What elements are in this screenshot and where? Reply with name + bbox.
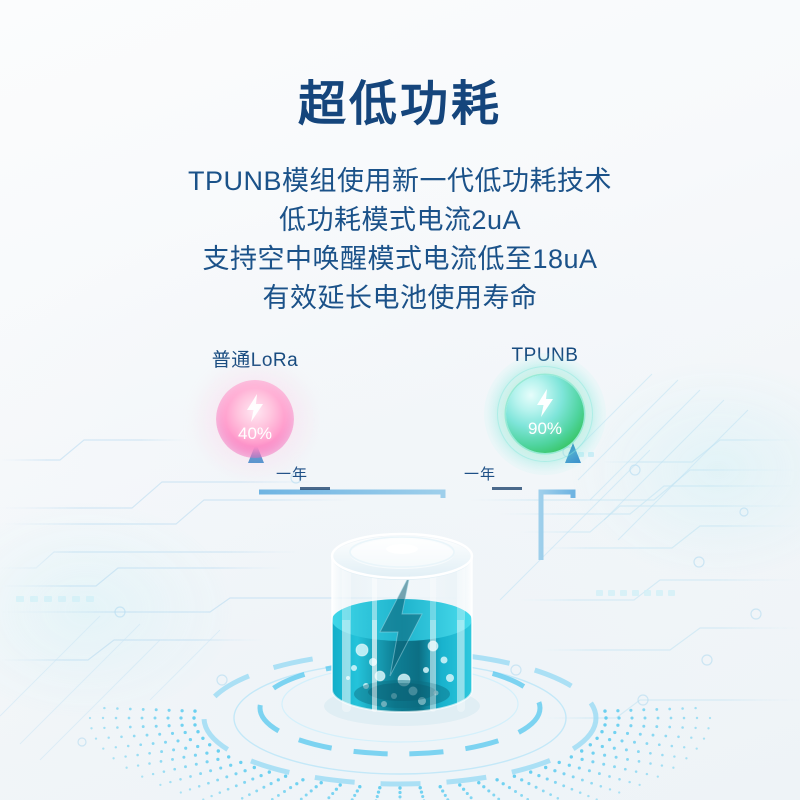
dial-halo-inner-tpunb [497,366,593,462]
dial-lora: 40% [190,358,320,482]
duration-label-right: 一年 [464,466,497,483]
lightning-bolt-icon [247,394,263,422]
subtitle-block: TPUNB模组使用新一代低功耗技术 低功耗模式电流2uA 支持空中唤醒模式电流低… [0,162,800,318]
dial-ring-tpunb: 90% [506,375,584,453]
dial-ring-lora: 40% [216,380,294,458]
subtitle-line-1: TPUNB模组使用新一代低功耗技术 [187,166,612,196]
subtitle-line-3: 支持空中唤醒模式电流低至18uA [202,243,598,274]
dial-percent-tpunb: 90% [527,419,563,438]
page-title: 超低功耗 [297,78,502,131]
lightning-bolt-icon [537,389,553,417]
subtitle-line-4: 有效延长电池使用寿命 [262,282,538,313]
dial-percent-lora: 40% [237,424,273,443]
comparison-badge-tpunb: TPUNB 90% [461,345,629,475]
dial-tpunb: 90% [484,353,606,475]
subtitle-line-2: 低功耗模式电流2uA [278,204,522,235]
badge-label-tpunb: TPUNB [461,345,629,367]
comparison-badge-lora: 普通LoRa 40% [171,345,339,482]
battery-beaker-icon [324,532,480,726]
